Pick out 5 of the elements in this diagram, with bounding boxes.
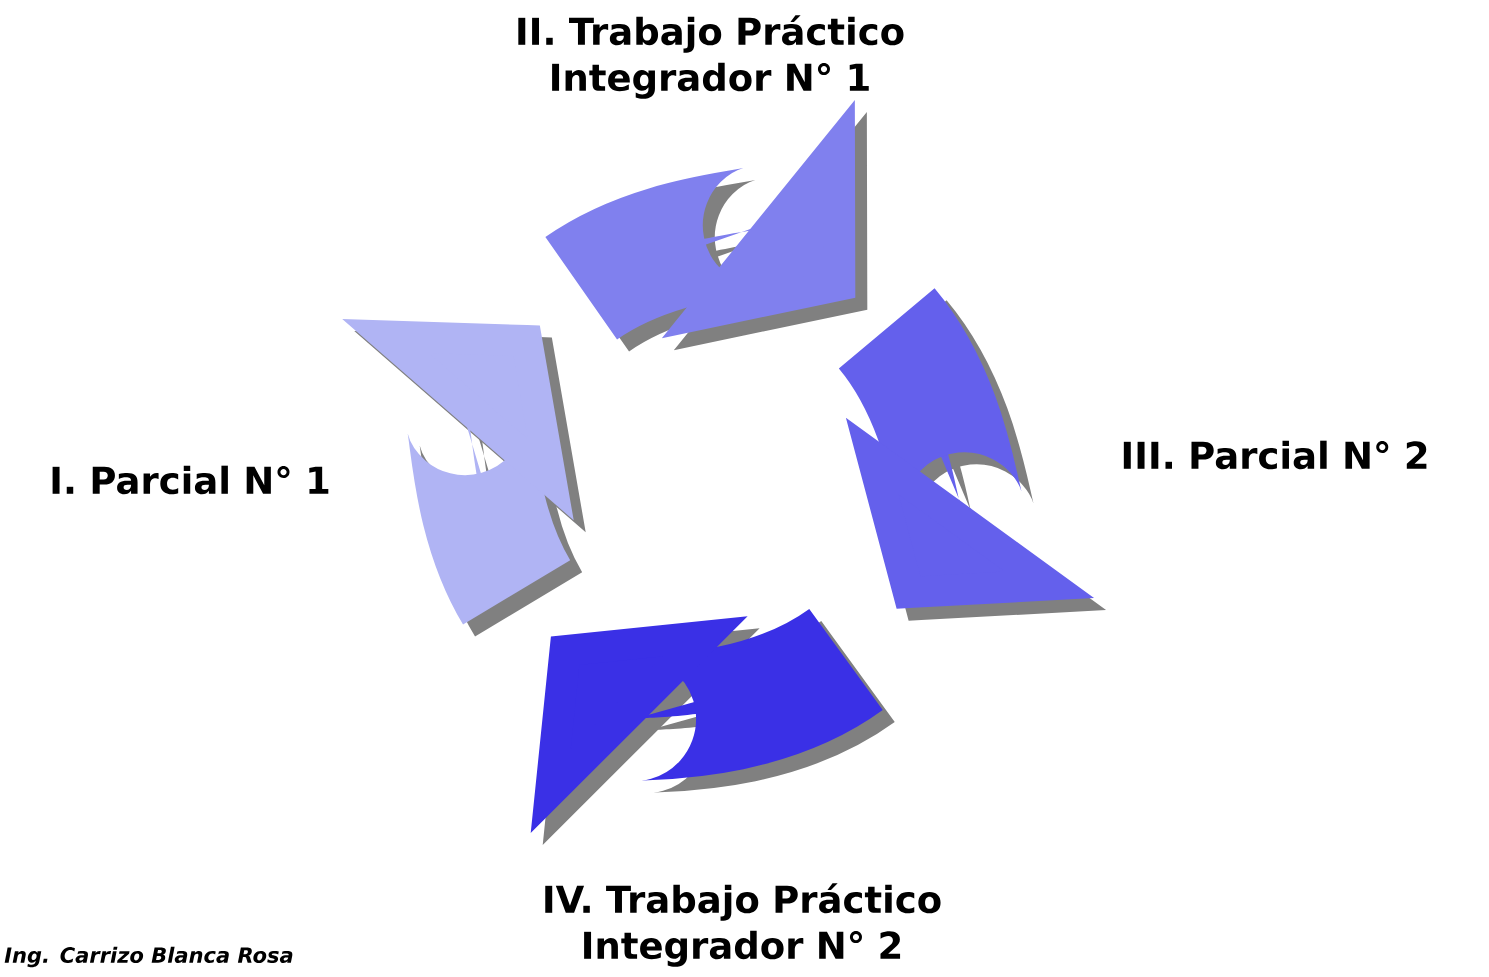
stage-label: I. Parcial N° 1 bbox=[52, 465, 329, 495]
stage-label: III. Parcial N° 2 bbox=[1123, 440, 1427, 470]
stage-label: II. Trabajo Práctico Integrador N° 1 bbox=[518, 15, 904, 99]
stage-label: IV. Trabajo Práctico Integrador N° 2 bbox=[545, 883, 941, 967]
author-credit: Ing. Carrizo Blanca Rosa bbox=[4, 946, 293, 968]
